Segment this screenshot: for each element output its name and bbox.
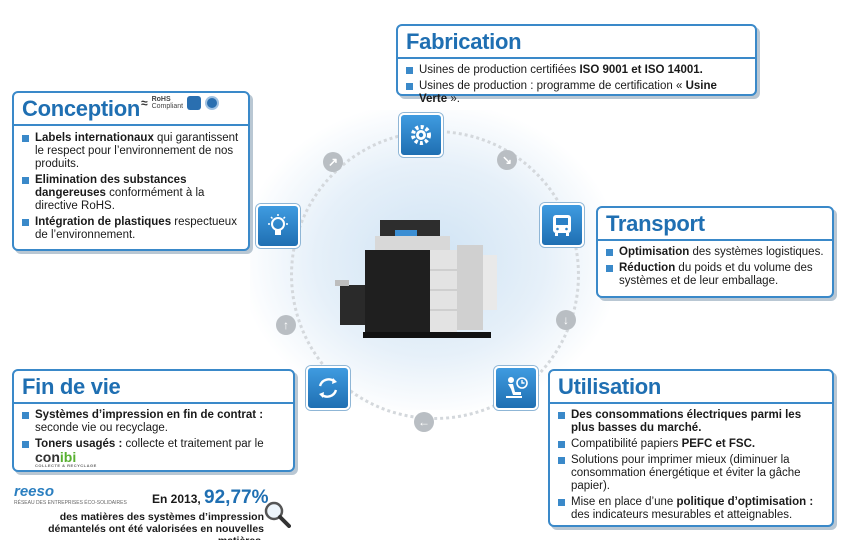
blue-angel-icon <box>205 96 220 110</box>
fin-de-vie-item-2: Toners usagés : collecte et traitement p… <box>22 438 285 469</box>
transport-item-1: Optimisation des systèmes logistiques. <box>606 246 824 259</box>
ring-arrow-5: ↑ <box>276 315 296 335</box>
conception-item-1: Labels internationaux qui garantissent l… <box>22 132 240 171</box>
stat-value: 92,77% <box>204 487 269 508</box>
gear-icon <box>411 125 431 145</box>
transport-box: Transport Optimisation des systèmes logi… <box>596 206 834 298</box>
ring-arrow-4: ← <box>414 412 434 432</box>
fin-de-vie-list: Systèmes d’impression en fin de contrat … <box>14 404 293 477</box>
printer-illustration <box>335 220 497 338</box>
fin-de-vie-title: Fin de vie <box>14 371 293 404</box>
fabrication-box: Fabrication Usines de production certifi… <box>396 24 757 105</box>
stat-headline: En 2013, 92,77% <box>152 487 269 508</box>
fin-de-vie-box: Fin de vie Systèmes d’impression en fin … <box>12 369 295 472</box>
lightbulb-icon <box>268 214 288 235</box>
conception-item-2: Elimination des substances dangereuses c… <box>22 174 240 213</box>
utilisation-item-3: Solutions pour imprimer mieux (diminuer … <box>558 454 824 493</box>
recycle-tile <box>306 366 350 410</box>
transport-item-2: Réduction du poids et du volume des syst… <box>606 262 824 288</box>
gear-tile <box>399 113 443 157</box>
conception-title: Conception <box>14 93 248 126</box>
recycle-icon <box>318 378 338 398</box>
ring-arrow-3: ↓ <box>556 310 576 330</box>
lightbulb-tile <box>256 204 300 248</box>
fin-de-vie-item-1: Systèmes d’impression en fin de contrat … <box>22 409 285 435</box>
stat-caption: des matières des systèmes d’impression d… <box>48 511 264 540</box>
ring-arrow-2: ↘ <box>497 150 517 170</box>
conception-list: Labels internationaux qui garantissent l… <box>14 126 248 250</box>
transport-list: Optimisation des systèmes logistiques. R… <box>598 241 832 296</box>
utilisation-list: Des consommations électriques parmi les … <box>550 404 832 530</box>
fabrication-item-2: Usines de production : programme de cert… <box>406 80 747 106</box>
person-clock-icon <box>506 377 528 398</box>
waves-icon: ≈ <box>141 96 148 110</box>
utilisation-item-2: Compatibilité papiers PEFC et FSC. <box>558 438 824 451</box>
ring-arrow-1: ↗ <box>323 152 343 172</box>
conception-box: Conception Labels internationaux qui gar… <box>12 91 250 251</box>
fabrication-list: Usines de production certifiées ISO 9001… <box>398 59 755 114</box>
utilisation-item-4: Mise en place d’une politique d’optimisa… <box>558 496 824 522</box>
utilisation-title: Utilisation <box>550 371 832 404</box>
utilisation-box: Utilisation Des consommations électrique… <box>548 369 834 527</box>
utilisation-tile <box>494 366 538 410</box>
fabrication-item-1: Usines de production certifiées ISO 9001… <box>406 64 747 77</box>
transport-title: Transport <box>598 208 832 241</box>
bus-tile <box>540 203 584 247</box>
bus-icon <box>553 215 571 236</box>
utilisation-item-1: Des consommations électriques parmi les … <box>558 409 824 435</box>
fabrication-title: Fabrication <box>398 26 755 59</box>
conception-item-3: Intégration de plastiques respectueux de… <box>22 216 240 242</box>
energy-star-icon <box>187 96 202 110</box>
magnifier-icon <box>264 501 291 528</box>
